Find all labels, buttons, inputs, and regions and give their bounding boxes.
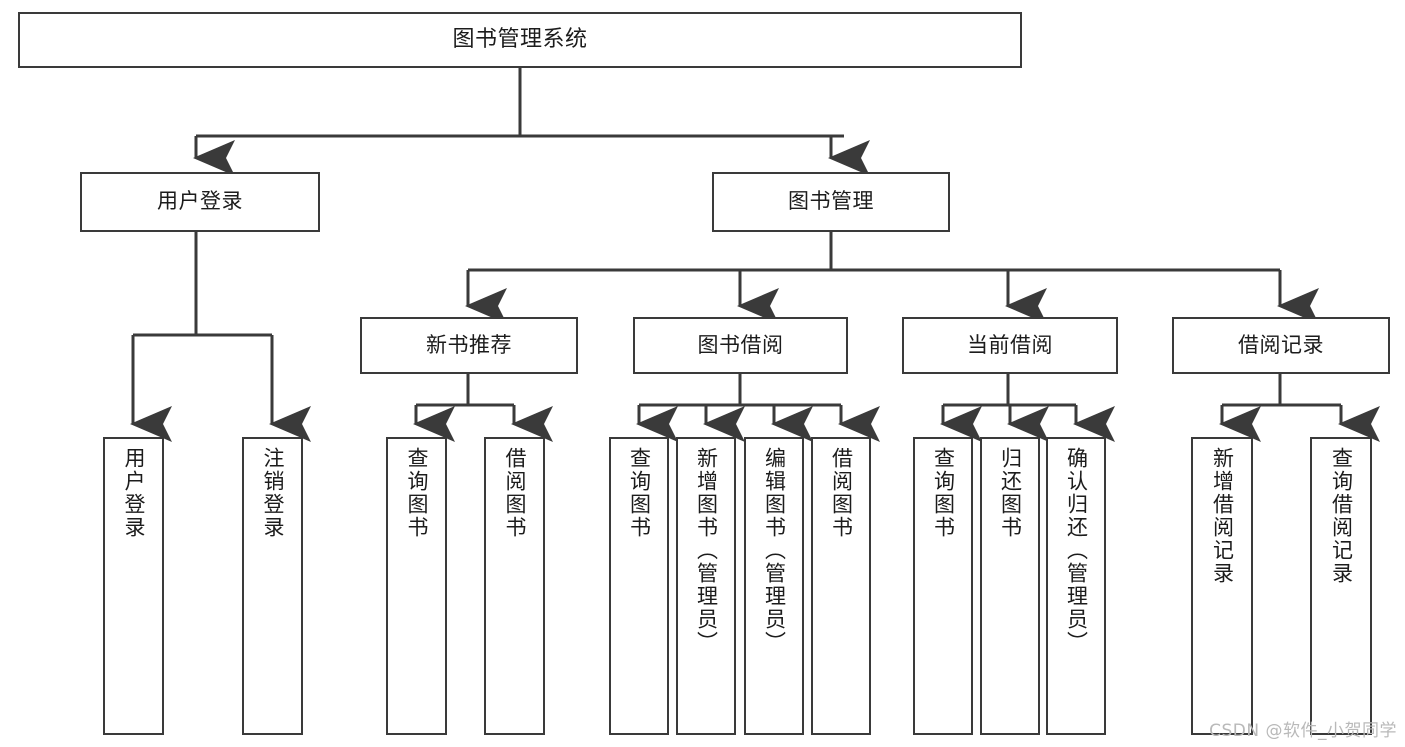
node-user-login[interactable]: 用户登录 bbox=[80, 172, 320, 232]
node-leaf-bb-add-book[interactable]: 新增图书（管理员） bbox=[676, 437, 736, 735]
node-leaf-nb-query-book[interactable]: 查询图书 bbox=[386, 437, 447, 735]
node-leaf-cb-query-book[interactable]: 查询图书 bbox=[913, 437, 973, 735]
node-new-book-recommend[interactable]: 新书推荐 bbox=[360, 317, 578, 374]
node-book-manage[interactable]: 图书管理 bbox=[712, 172, 950, 232]
node-leaf-bb-query-book-label: 查询图书 bbox=[627, 447, 652, 539]
node-leaf-user-login-label: 用户登录 bbox=[122, 447, 146, 539]
node-book-borrow-label: 图书借阅 bbox=[697, 332, 784, 357]
node-leaf-nb-borrow-book-label: 借阅图书 bbox=[503, 447, 527, 539]
watermark: CSDN @软件_小贺同学 bbox=[1209, 721, 1397, 741]
node-new-book-recommend-label: 新书推荐 bbox=[426, 332, 512, 357]
node-book-manage-label: 图书管理 bbox=[788, 189, 874, 214]
node-leaf-cb-confirm-return[interactable]: 确认归还（管理员） bbox=[1046, 437, 1106, 735]
node-root[interactable]: 图书管理系统 bbox=[18, 12, 1022, 68]
node-user-login-label: 用户登录 bbox=[157, 189, 243, 214]
node-leaf-logout-label: 注销登录 bbox=[261, 447, 285, 539]
node-leaf-bb-add-book-label: 新增图书（管理员） bbox=[694, 447, 719, 654]
node-leaf-cb-query-book-label: 查询图书 bbox=[931, 447, 956, 539]
node-leaf-br-query-record[interactable]: 查询借阅记录 bbox=[1310, 437, 1372, 735]
node-leaf-br-add-record[interactable]: 新增借阅记录 bbox=[1191, 437, 1253, 735]
node-leaf-user-login[interactable]: 用户登录 bbox=[103, 437, 164, 735]
node-current-borrow[interactable]: 当前借阅 bbox=[902, 317, 1118, 374]
node-borrow-record-label: 借阅记录 bbox=[1238, 332, 1324, 357]
node-leaf-br-add-record-label: 新增借阅记录 bbox=[1210, 447, 1235, 585]
node-leaf-cb-return-book[interactable]: 归还图书 bbox=[980, 437, 1040, 735]
node-leaf-nb-borrow-book[interactable]: 借阅图书 bbox=[484, 437, 545, 735]
node-leaf-cb-confirm-return-label: 确认归还（管理员） bbox=[1064, 447, 1089, 654]
node-borrow-record[interactable]: 借阅记录 bbox=[1172, 317, 1390, 374]
node-leaf-nb-query-book-label: 查询图书 bbox=[405, 447, 429, 539]
node-root-label: 图书管理系统 bbox=[452, 26, 588, 52]
node-leaf-bb-borrow-book-label: 借阅图书 bbox=[829, 447, 854, 539]
node-leaf-bb-borrow-book[interactable]: 借阅图书 bbox=[811, 437, 871, 735]
node-leaf-bb-query-book[interactable]: 查询图书 bbox=[609, 437, 669, 735]
node-leaf-logout[interactable]: 注销登录 bbox=[242, 437, 303, 735]
node-leaf-bb-edit-book[interactable]: 编辑图书（管理员） bbox=[744, 437, 804, 735]
node-leaf-cb-return-book-label: 归还图书 bbox=[998, 447, 1023, 539]
node-book-borrow[interactable]: 图书借阅 bbox=[633, 317, 848, 374]
node-leaf-br-query-record-label: 查询借阅记录 bbox=[1329, 447, 1354, 585]
node-current-borrow-label: 当前借阅 bbox=[967, 332, 1053, 357]
node-leaf-bb-edit-book-label: 编辑图书（管理员） bbox=[762, 447, 787, 654]
